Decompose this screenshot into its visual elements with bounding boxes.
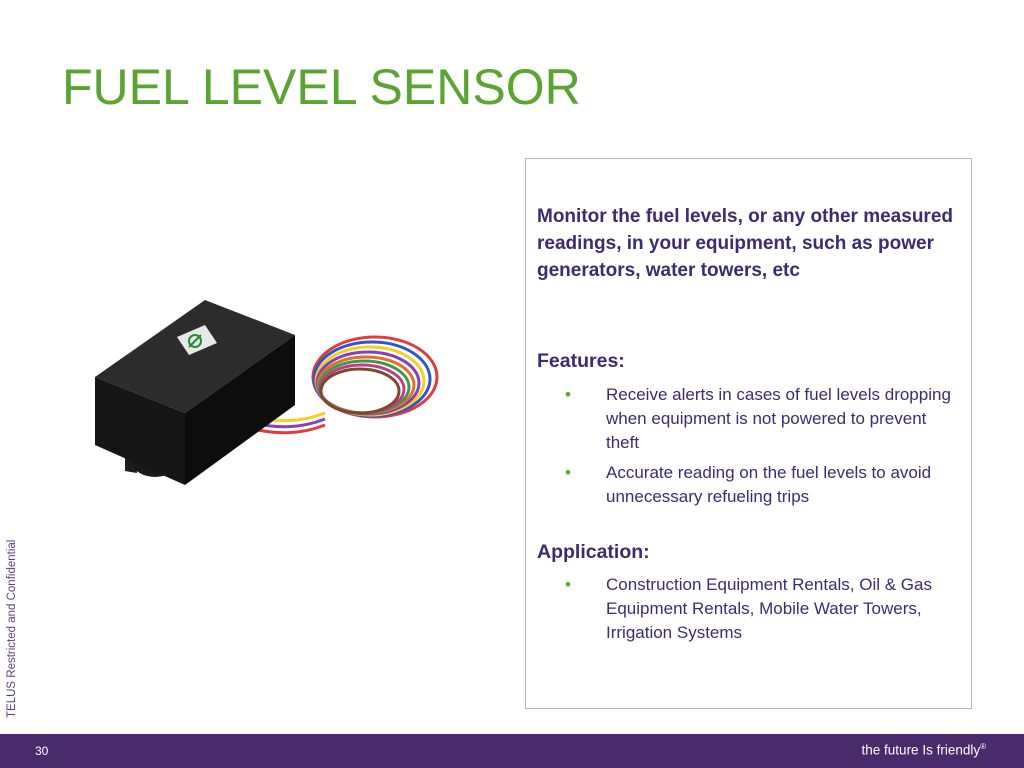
list-item: • Accurate reading on the fuel levels to… — [537, 461, 957, 509]
features-list: • Receive alerts in cases of fuel levels… — [537, 383, 957, 515]
registered-mark: ® — [980, 742, 986, 751]
features-heading: Features: — [537, 350, 625, 372]
confidentiality-label: TELUS Restricted and Confidential — [6, 539, 18, 718]
bullet-icon: • — [565, 575, 571, 594]
description-panel: Monitor the fuel levels, or any other me… — [525, 158, 972, 709]
tagline-text: the future Is friendly — [861, 742, 981, 758]
sensor-label-icon — [177, 325, 217, 355]
sensor-box — [95, 300, 295, 485]
footer-tagline: the future Is friendly® — [862, 742, 986, 758]
application-list: • Construction Equipment Rentals, Oil & … — [537, 573, 957, 651]
feature-text: Receive alerts in cases of fuel levels d… — [606, 385, 951, 452]
bullet-icon: • — [565, 463, 571, 482]
page-number: 30 — [35, 744, 49, 758]
application-text: Construction Equipment Rentals, Oil & Ga… — [606, 575, 932, 642]
slide-title: FUEL LEVEL SENSOR — [62, 59, 581, 115]
bullet-icon: • — [565, 385, 571, 404]
list-item: • Construction Equipment Rentals, Oil & … — [537, 573, 957, 645]
intro-text: Monitor the fuel levels, or any other me… — [537, 206, 953, 281]
application-heading: Application: — [537, 541, 650, 563]
list-item: • Receive alerts in cases of fuel levels… — [537, 383, 957, 455]
footer-bar: 30 the future Is friendly® — [0, 734, 1024, 768]
feature-text: Accurate reading on the fuel levels to a… — [606, 463, 932, 506]
fuel-sensor-image — [95, 300, 439, 485]
